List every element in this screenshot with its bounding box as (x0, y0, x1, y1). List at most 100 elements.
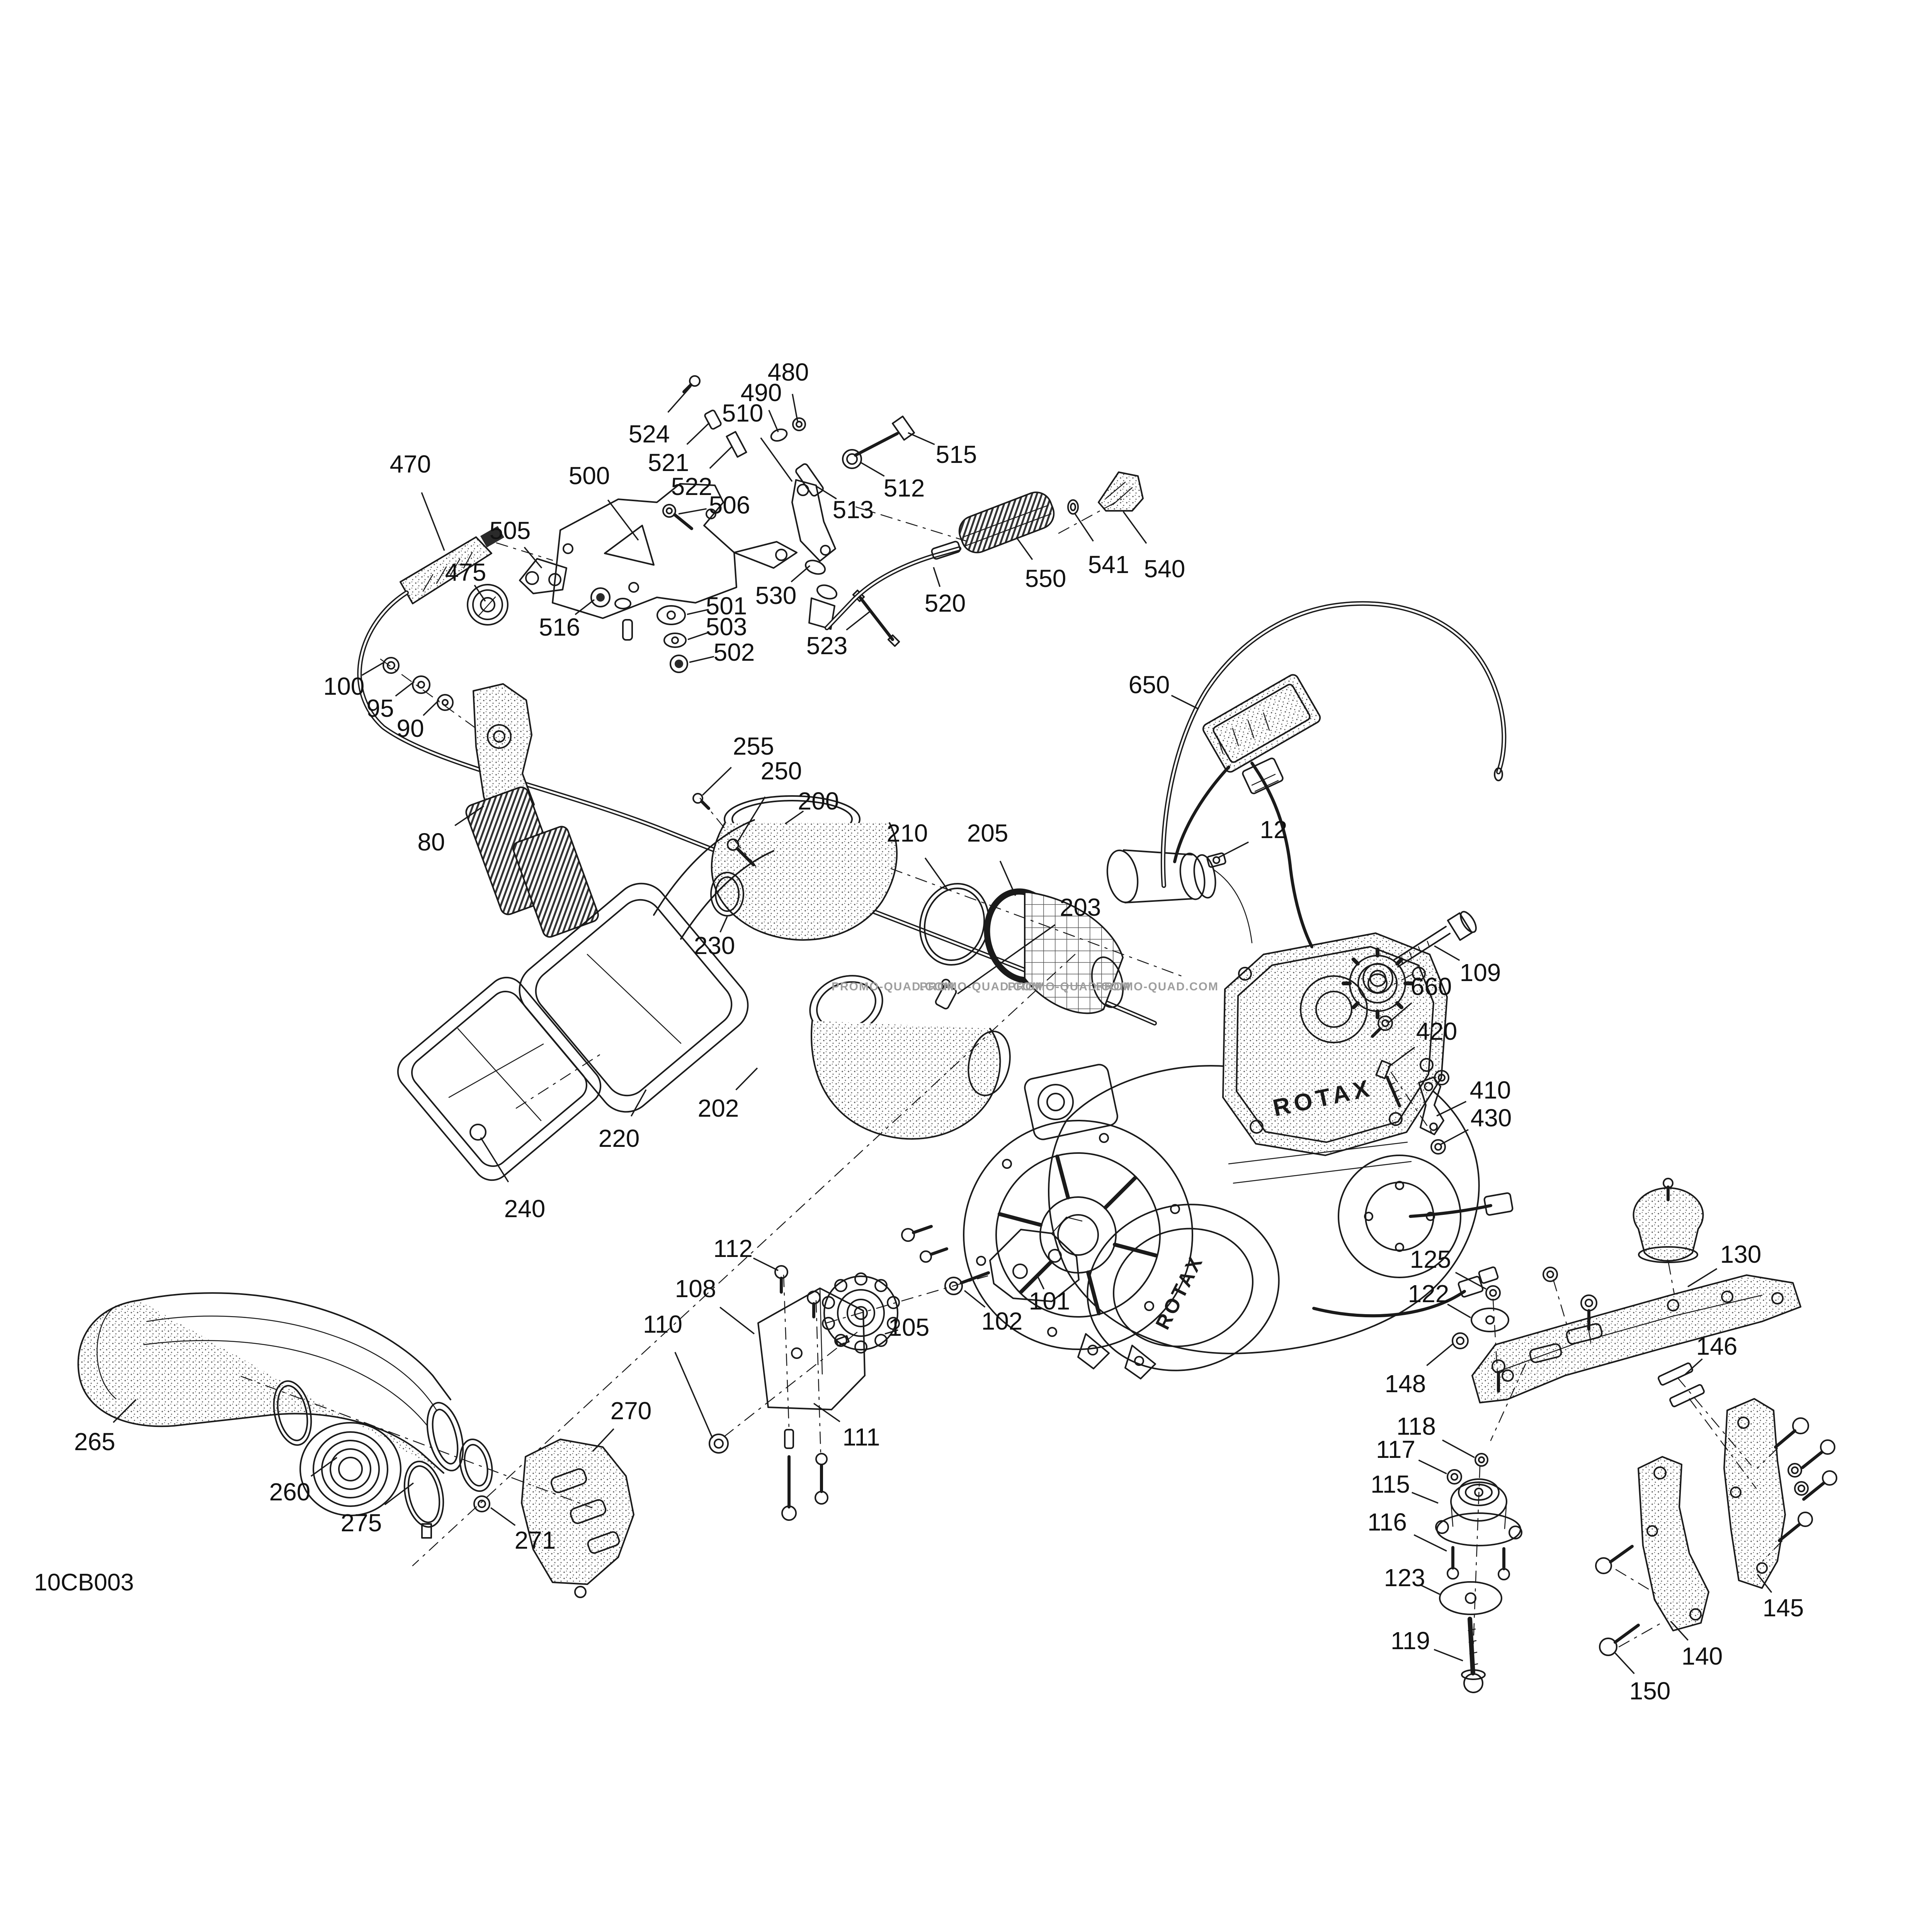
part-label-111: 111 (842, 1423, 880, 1451)
leader-line-260 (310, 1457, 338, 1477)
leader-line-95 (395, 681, 415, 697)
throttle-cable-470 (357, 526, 1157, 1026)
leader-line-420 (1387, 1046, 1415, 1068)
part-label-260: 260 (269, 1478, 311, 1506)
exhaust-assembly (77, 1292, 634, 1598)
leader-line-501 (687, 609, 709, 615)
part-label-145: 145 (1763, 1594, 1804, 1622)
leader-line-100 (361, 662, 384, 676)
part-label-205: 205 (967, 819, 1009, 847)
part-label-90: 90 (396, 714, 424, 742)
leader-line-270 (592, 1428, 614, 1452)
part-label-524: 524 (629, 420, 670, 448)
leader-line-101 (1036, 1275, 1045, 1290)
part-label-513: 513 (833, 496, 874, 524)
leader-line-210 (924, 857, 948, 890)
part-label-475: 475 (445, 558, 486, 586)
part-label-102: 102 (981, 1307, 1023, 1335)
leader-line-125 (1455, 1272, 1486, 1290)
leader-line-500 (607, 499, 639, 541)
leader-line-145 (1757, 1573, 1772, 1593)
accelerator-pedal-80 (380, 657, 599, 938)
leader-line-521 (686, 422, 710, 445)
watermark-text-2: PROMO-QUAD.COM (1008, 980, 1131, 993)
leader-line-150 (1614, 1652, 1635, 1674)
part-label-101: 101 (1029, 1287, 1070, 1315)
leader-line-515 (908, 432, 935, 445)
leader-line-123 (1420, 1584, 1440, 1595)
part-label-140: 140 (1682, 1642, 1723, 1670)
leader-line-146 (1684, 1358, 1703, 1376)
leader-line-506 (678, 508, 707, 515)
part-label-502: 502 (714, 638, 755, 666)
part-label-123: 123 (1384, 1564, 1425, 1592)
leader-line-265 (112, 1399, 137, 1423)
part-label-520: 520 (925, 589, 966, 617)
leader-line-523 (846, 611, 871, 631)
leader-line-541 (1074, 513, 1094, 542)
part-label-148: 148 (1385, 1370, 1426, 1398)
leader-line-12 (1218, 841, 1249, 859)
shift-rod-520 (825, 471, 1144, 630)
leader-line-116 (1413, 1534, 1447, 1552)
leader-line-148 (1426, 1343, 1454, 1366)
leader-line-480 (792, 394, 798, 422)
leader-line-105 (884, 1329, 898, 1335)
part-label-503: 503 (706, 613, 747, 641)
leader-line-108 (719, 1306, 755, 1335)
part-label-510: 510 (722, 399, 764, 427)
watermark-text-1: PROMO-QUAD.COM (920, 980, 1043, 993)
leader-line-510 (760, 437, 793, 482)
part-label-505: 505 (490, 517, 531, 544)
ecu-module-650 (1160, 601, 1507, 948)
engine-mount-101-105 (412, 954, 1083, 1566)
leader-line-410 (1436, 1101, 1467, 1117)
leader-line-430 (1440, 1129, 1469, 1145)
part-label-210: 210 (887, 819, 928, 847)
part-label-480: 480 (768, 358, 809, 386)
part-label-660: 660 (1411, 973, 1452, 1000)
leader-line-271 (490, 1507, 516, 1526)
part-label-115: 115 (1371, 1470, 1410, 1498)
part-label-255: 255 (733, 732, 774, 760)
leader-line-200 (784, 810, 804, 825)
part-label-80: 80 (417, 828, 445, 856)
leader-line-203 (957, 924, 1056, 995)
leader-line-490 (768, 410, 779, 432)
leader-line-90 (423, 699, 440, 716)
leader-line-470 (421, 492, 445, 551)
part-label-119: 119 (1391, 1627, 1430, 1655)
part-label-117: 117 (1376, 1435, 1415, 1463)
part-label-521: 521 (648, 449, 689, 476)
part-label-410: 410 (1470, 1076, 1511, 1104)
leader-line-102 (964, 1290, 986, 1308)
leader-line-140 (1670, 1621, 1689, 1641)
leader-line-502 (689, 656, 714, 663)
watermark-text-3: PROMO-QUAD.COM (1096, 980, 1219, 993)
part-label-220: 220 (599, 1124, 640, 1152)
leader-line-112 (753, 1257, 779, 1271)
leader-line-202 (735, 1067, 758, 1090)
part-label-265: 265 (74, 1428, 116, 1456)
through-bolt-109 (1342, 911, 1477, 1019)
leader-line-250 (736, 796, 766, 843)
rear-mount-cluster (1435, 1178, 1837, 1693)
part-label-130: 130 (1720, 1240, 1762, 1268)
leader-line-205 (999, 861, 1016, 896)
part-label-105: 105 (888, 1313, 930, 1341)
leader-line-115 (1412, 1492, 1439, 1504)
part-label-522: 522 (671, 473, 713, 500)
leader-line-255 (702, 767, 732, 796)
leader-line-118 (1442, 1439, 1475, 1458)
part-label-150: 150 (1629, 1677, 1671, 1705)
leader-line-110 (674, 1352, 713, 1439)
part-label-506: 506 (709, 491, 750, 519)
part-label-271: 271 (515, 1526, 556, 1554)
diagram-code: 10CB003 (34, 1569, 134, 1596)
leader-line-522 (709, 446, 733, 469)
leader-line-550 (1015, 536, 1033, 560)
leader-line-240 (480, 1137, 509, 1183)
part-label-500: 500 (569, 462, 610, 490)
part-label-420: 420 (1416, 1017, 1458, 1045)
part-label-203: 203 (1060, 893, 1101, 921)
